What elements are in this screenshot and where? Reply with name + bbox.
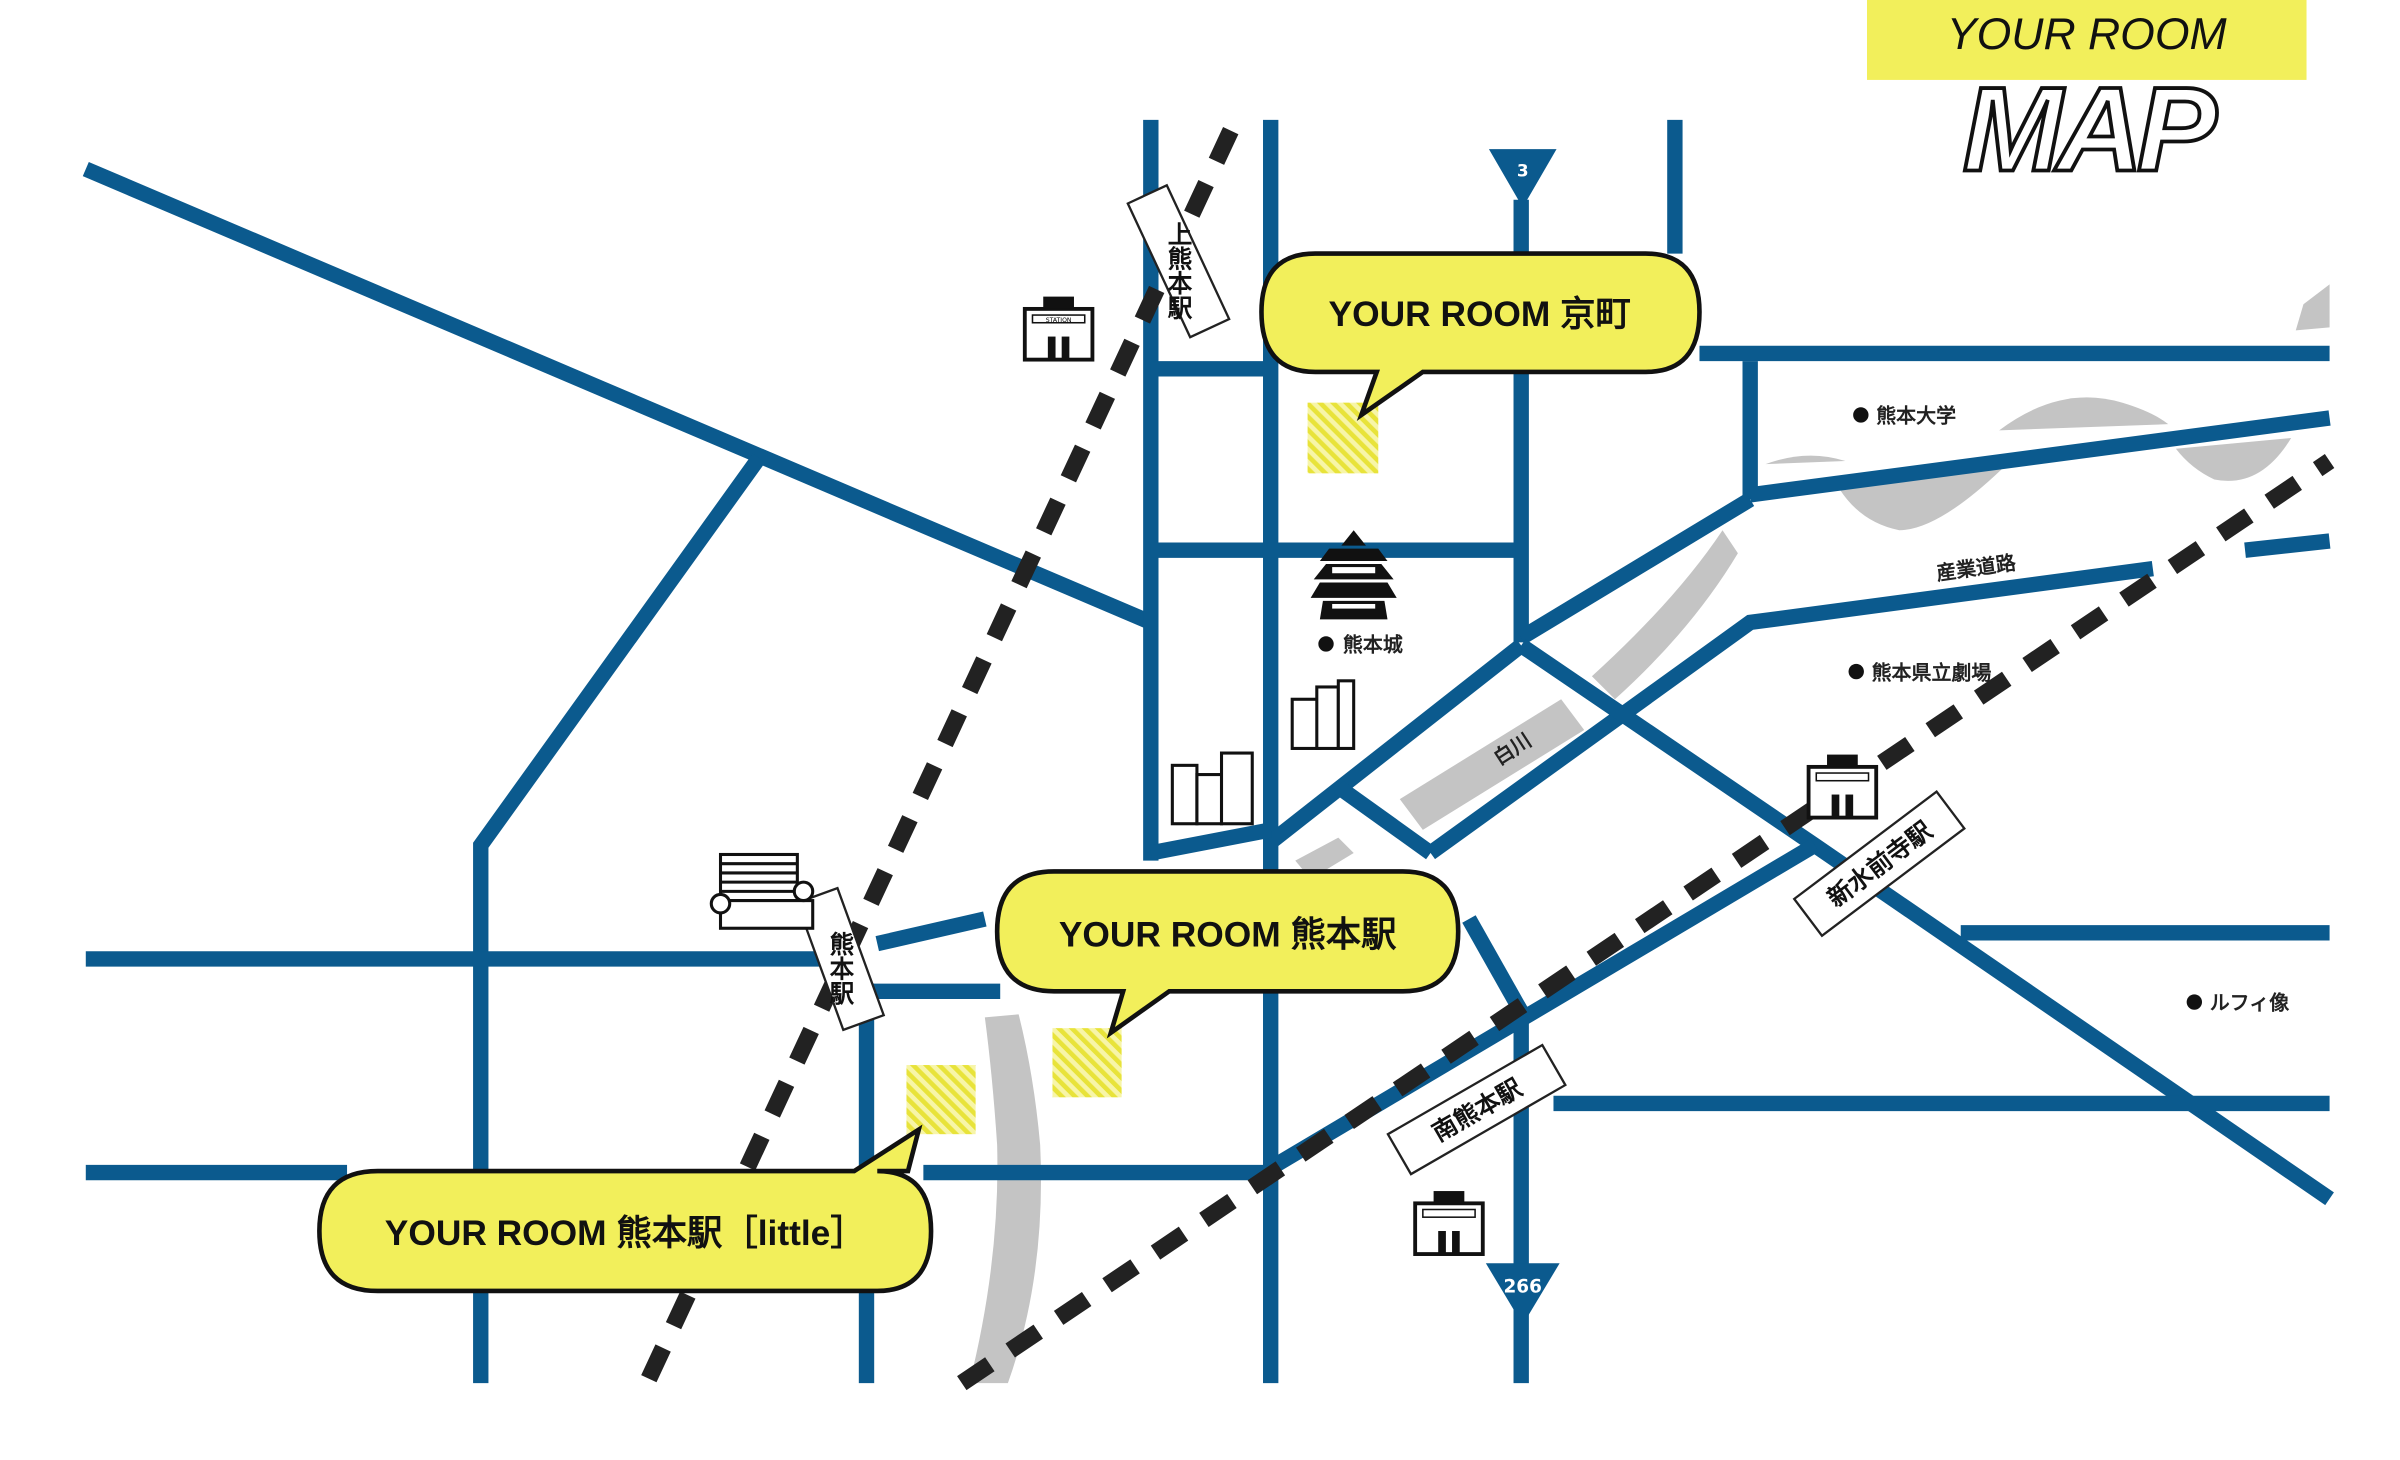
svg-text:熊本駅: 熊本駅 [826,930,855,1006]
property-bubble-kumamoto-station[interactable]: YOUR ROOM 熊本駅 [994,869,1461,1039]
svg-text:ルフィ像: ルフィ像 [2210,991,2290,1015]
svg-text:YOUR ROOM 京町: YOUR ROOM 京町 [1329,294,1631,334]
map-title: YOUR ROOM MAP [1866,0,2307,199]
landmark-theater: 熊本県立劇場 [1848,660,1992,684]
svg-text:3: 3 [1517,161,1529,181]
station-icon [1806,754,1879,820]
landmark-castle: 熊本城 [1318,633,1403,657]
svg-text:熊本大学: 熊本大学 [1876,404,1956,428]
svg-text:YOUR ROOM 熊本駅: YOUR ROOM 熊本駅 [1059,915,1397,955]
property-bubble-kyomachi[interactable]: YOUR ROOM 京町 [1259,251,1702,421]
landmark-university: 熊本大学 [1853,404,1956,428]
landmark-luffy: ルフィ像 [2186,991,2290,1015]
road-label-sangyo: 産業道路 [1935,550,2018,585]
svg-text:MAP: MAP [1963,63,2218,197]
station-label-kumamoto: 熊本駅 [795,886,886,1032]
property-location-kyomachi[interactable] [1307,402,1379,474]
svg-text:熊本城: 熊本城 [1343,633,1403,657]
station-label-kamikumamoto: 上熊本駅 [1126,183,1231,339]
property-location-kumamoto-station[interactable] [1052,1028,1122,1098]
svg-text:YOUR ROOM 熊本駅［little］: YOUR ROOM 熊本駅［little］ [385,1213,866,1253]
castle-icon [1310,530,1397,620]
svg-text:YOUR ROOM: YOUR ROOM [1947,10,2228,59]
rail-lines [639,127,2335,1391]
svg-text:熊本県立劇場: 熊本県立劇場 [1872,660,1992,684]
shop-icon [709,852,815,930]
rivers [969,284,2330,1384]
buildings-icon [1290,679,1356,750]
property-location-little[interactable] [906,1065,976,1135]
svg-text:266: 266 [1503,1276,1542,1297]
station-label-minamikumamoto: 南熊本駅 [1386,1043,1567,1176]
svg-text:上熊本駅: 上熊本駅 [1164,221,1193,321]
buildings-icon [1170,751,1254,826]
route-shield-3: 3 [1488,149,1557,208]
property-bubble-little[interactable]: YOUR ROOM 熊本駅［little］ [317,1124,934,1294]
svg-text:STATION: STATION [1046,317,1072,324]
route-shield-266: 266 [1485,1263,1560,1325]
station-icon [1413,1191,1485,1256]
station-icon: STATION [1022,296,1095,362]
